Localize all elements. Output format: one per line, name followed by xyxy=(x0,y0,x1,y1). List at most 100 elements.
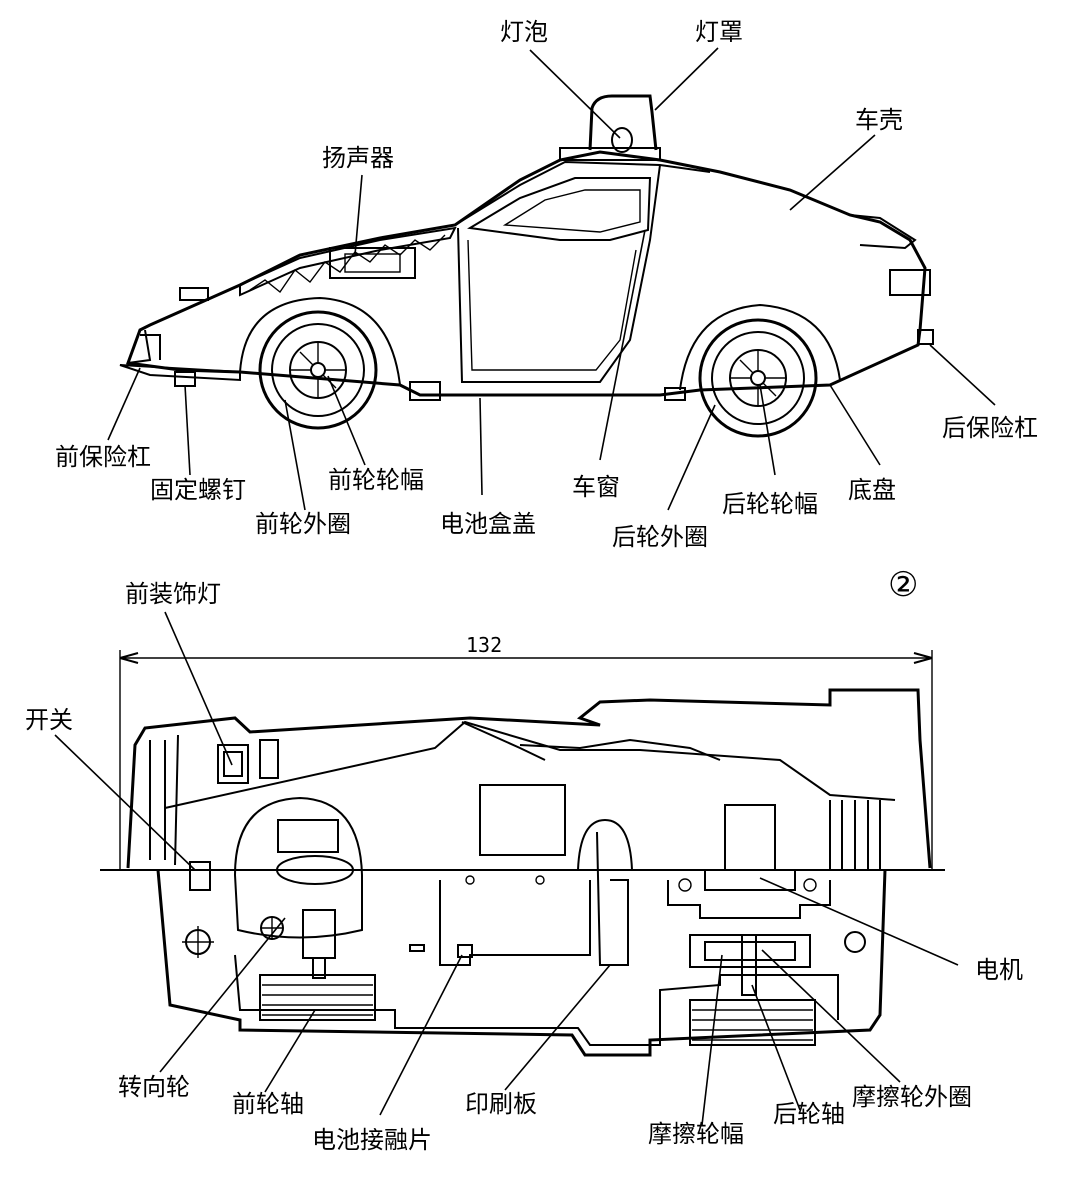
leader-battery-contact xyxy=(379,954,463,1116)
motor-screw-1 xyxy=(678,878,692,892)
label-chassis: 底盘 xyxy=(848,476,896,504)
label-shell: 车壳 xyxy=(855,106,903,134)
rear-grille xyxy=(829,800,881,870)
label-rear-bumper: 后保险杠 xyxy=(942,414,1038,442)
leader-rear-spoke xyxy=(759,384,776,476)
motor-screw-2 xyxy=(803,878,817,892)
front-wheel-spokes xyxy=(290,342,346,398)
rear-lamp xyxy=(889,269,931,296)
label-lamp-cover: 灯罩 xyxy=(695,18,743,46)
label-speaker: 扬声器 xyxy=(322,144,394,172)
rear-wheel-spokes xyxy=(730,350,786,406)
label-front-bumper: 前保险杠 xyxy=(55,443,151,471)
rear-spoiler xyxy=(849,214,917,250)
pcb-board xyxy=(596,831,629,966)
motor-hole xyxy=(844,931,866,953)
front-wheel-axle xyxy=(310,362,326,378)
roof-line xyxy=(454,160,711,226)
leader-front-decor-lamp xyxy=(164,611,233,766)
rear-wheel-block xyxy=(689,999,816,1046)
battery-small-mark xyxy=(409,944,425,952)
label-battery-contact: 电池接融片 xyxy=(312,1126,432,1154)
front-decor-lamp-2 xyxy=(259,739,279,779)
front-wheel-rim xyxy=(258,310,378,430)
battery-box xyxy=(439,880,591,966)
section-beltline xyxy=(164,720,896,809)
label-rear-wheel-rim: 后轮外圈 xyxy=(612,523,708,551)
leader-speaker xyxy=(354,174,363,256)
car-side-view xyxy=(119,94,934,438)
rear-wheel-axle xyxy=(750,370,766,386)
leader-steering-wheel xyxy=(159,917,286,1073)
hood-band xyxy=(239,226,457,297)
leader-battery-cover xyxy=(479,397,483,496)
leader-rear-rim xyxy=(667,404,716,511)
side-view-leaders xyxy=(107,47,996,511)
front-nose xyxy=(127,329,161,364)
rivet-1 xyxy=(465,875,475,885)
label-pcb: 印刷板 xyxy=(465,1090,537,1118)
front-top-tab xyxy=(179,287,209,301)
section-windshield xyxy=(461,721,721,761)
motor-housing xyxy=(667,880,831,919)
door-outline xyxy=(457,164,661,383)
rear-axle-shaft xyxy=(741,934,757,996)
lower-inner-outline xyxy=(234,954,839,1046)
switch-part xyxy=(189,861,211,891)
motor-top xyxy=(704,869,796,891)
window-frame xyxy=(467,177,652,241)
dim-value: 132 xyxy=(466,633,502,657)
rear-wheel-tread xyxy=(711,331,805,425)
speaker-box xyxy=(329,247,416,279)
label-front-axle: 前轮轴 xyxy=(232,1090,304,1118)
leader-window xyxy=(599,229,646,461)
section-upper-body xyxy=(126,688,932,869)
label-window: 车窗 xyxy=(572,473,620,501)
rear-panel xyxy=(724,804,776,871)
battery-cover-part xyxy=(409,381,441,401)
roof-lamp-bulb xyxy=(611,127,633,153)
front-arch xyxy=(239,296,401,386)
front-decor-lamp-1-inner xyxy=(223,751,243,777)
leader-pcb xyxy=(504,964,611,1091)
leader-switch xyxy=(54,734,196,871)
steering-box xyxy=(277,819,339,853)
label-friction-wheel-spoke: 摩擦轮幅 xyxy=(648,1120,744,1148)
label-fixing-screw: 固定螺钉 xyxy=(150,476,246,504)
section-view-labels: 前装饰灯 开关 电机 转向轮 前轮轴 电池接融片 印刷板 摩擦轮幅 后轮轴 摩擦… xyxy=(25,580,1023,1154)
figure-number: ② xyxy=(888,565,918,605)
leader-front-spoke xyxy=(327,375,366,466)
door-inner xyxy=(467,239,637,371)
label-rear-axle: 后轮轴 xyxy=(773,1100,845,1128)
leader-rear-bumper xyxy=(929,344,996,406)
friction-wheel-outer xyxy=(689,934,811,968)
leader-front-axle xyxy=(264,1009,316,1093)
steering-well xyxy=(233,796,363,939)
rear-arch xyxy=(679,303,841,391)
leader-chassis xyxy=(829,384,881,466)
leader-shell xyxy=(789,134,876,211)
label-front-decor-lamp: 前装饰灯 xyxy=(125,580,221,608)
leader-rear-axle xyxy=(751,984,801,1111)
dim-arrow-left xyxy=(119,652,139,664)
side-view-labels: 灯泡 灯罩 扬声器 车壳 前保险杠 固定螺钉 前轮轮幅 前轮外圈 电池盒盖 车窗… xyxy=(55,18,1038,551)
dim-arrow-right xyxy=(913,652,933,664)
front-bumper-part xyxy=(119,364,241,382)
front-wheel-treads xyxy=(262,984,373,1016)
rear-wheel-rim xyxy=(698,318,818,438)
steering-wheel-mark xyxy=(260,916,284,940)
rear-bumper-block xyxy=(917,329,934,345)
leader-motor xyxy=(759,877,959,966)
dimension-132: 132 xyxy=(119,633,933,870)
leader-friction-spoke xyxy=(701,954,723,1126)
hood-hatching xyxy=(249,234,446,294)
leader-friction-rim xyxy=(761,949,901,1083)
switch-cross xyxy=(182,926,214,958)
section-lower-chassis xyxy=(156,869,887,1057)
front-wheel-tread xyxy=(271,323,365,417)
label-steering-wheel: 转向轮 xyxy=(118,1073,190,1101)
roof-lamp-cover xyxy=(588,94,658,151)
front-fascia xyxy=(149,734,179,866)
leader-front-bumper xyxy=(107,367,141,441)
